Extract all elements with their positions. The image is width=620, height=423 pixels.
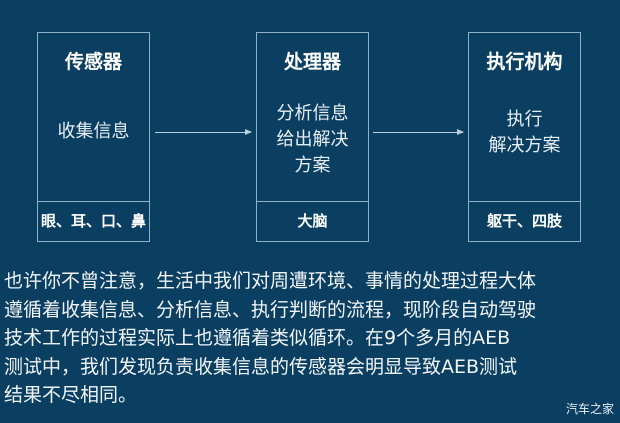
box-title: 执行机构 [486,51,563,73]
arrow-icon [373,129,464,135]
watermark: 汽车之家 [565,402,614,416]
processor-box: 处理器 分析信息 给出解决 方案 大脑 [256,32,369,242]
divider [38,201,149,202]
paragraph-line: 结果不尽相同。 [4,384,138,406]
box-title: 处理器 [283,51,341,73]
paragraph-line: 遵循着收集信息、分析信息、执行判断的流程，现阶段自动驾驶 [4,298,537,321]
arrow-icon [155,129,252,135]
actuator-box: 执行机构 执行 解决方案 躯干、四肢 [468,32,581,242]
paragraph-line: 技术工作的过程实际上也遵循着类似循环。在9个多月的AEB [4,327,511,349]
box-body-line: 方案 [294,155,331,176]
box-footer: 眼、耳、口、鼻 [40,212,146,230]
box-title: 传感器 [64,51,122,73]
sensor-box: 传感器 收集信息 眼、耳、口、鼻 [37,32,150,242]
paragraph-line: 也许你不曾注意，生活中我们对周遭环境、事情的处理过程大体 [4,270,537,292]
box-body: 分析信息 给出解决 方案 [257,101,368,179]
description-paragraph: 也许你不曾注意，生活中我们对周遭环境、事情的处理过程大体 遵循着收集信息、分析信… [4,267,616,410]
box-body-line: 给出解决 [276,129,349,150]
divider [257,201,368,202]
box-body: 收集信息 [38,119,149,145]
box-body: 执行 解决方案 [469,107,580,159]
box-body-line: 执行 [506,109,543,130]
box-body-line: 收集信息 [57,121,130,142]
box-footer: 躯干、四肢 [486,212,562,230]
divider [469,201,580,202]
box-body-line: 分析信息 [276,103,349,124]
box-footer: 大脑 [297,212,328,230]
box-body-line: 解决方案 [488,135,561,156]
paragraph-line: 测试中，我们发现负责收集信息的传感器会明显导致AEB测试 [4,355,518,378]
